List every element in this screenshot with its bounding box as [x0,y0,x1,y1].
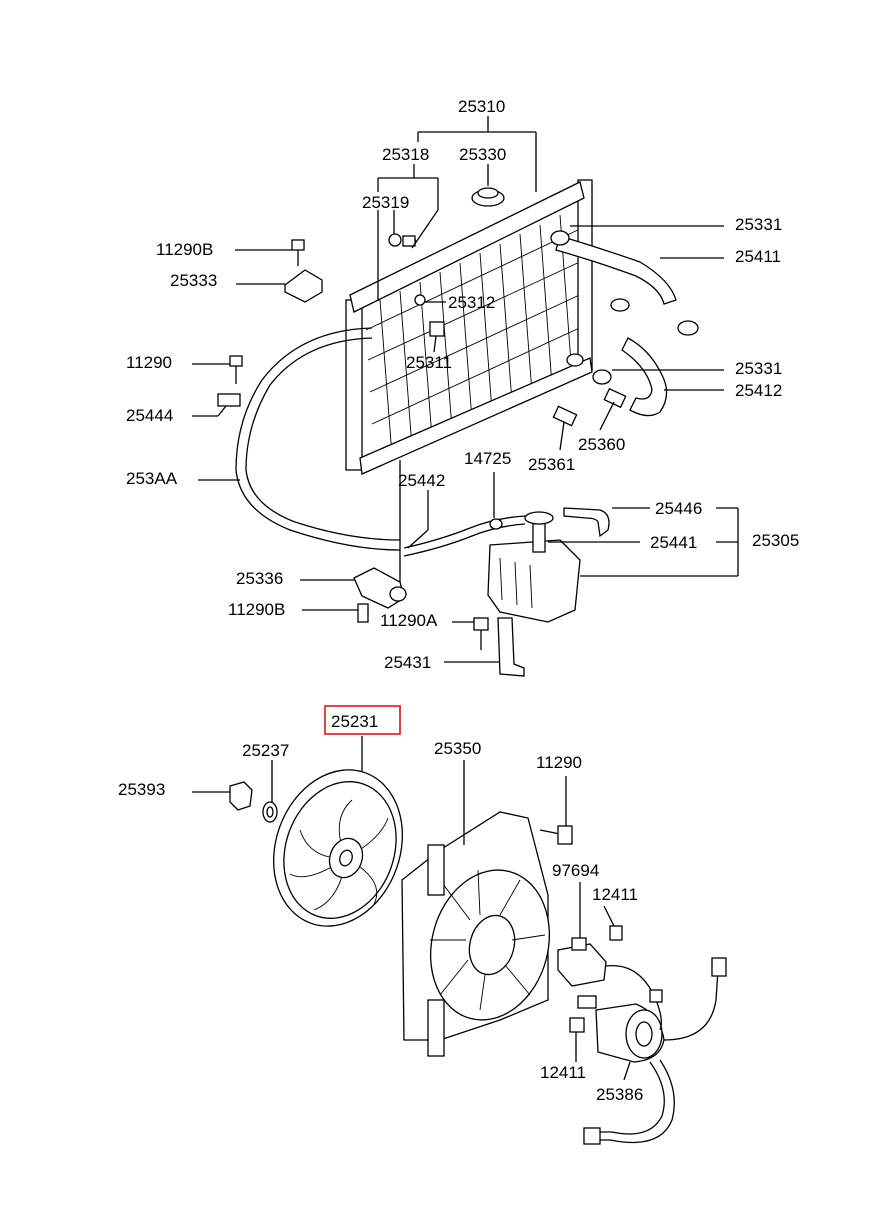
label-25386[interactable]: 25386 [596,1085,643,1104]
reservoir-bracket-25431[interactable] [497,617,525,677]
overflow-hose[interactable] [235,327,401,551]
label-97694[interactable]: 97694 [552,861,599,880]
reservoir-cap-hose-25446[interactable] [563,507,610,538]
lower-hose[interactable] [621,337,668,417]
label-25393[interactable]: 25393 [118,780,165,799]
label-25310[interactable]: 25310 [458,97,505,116]
temperature-switch-25361[interactable] [552,405,578,427]
label-25311[interactable]: 25311 [406,353,452,372]
label-11290a[interactable]: 11290A [380,611,438,630]
resistor-97694[interactable] [557,937,607,987]
label-25331-mid[interactable]: 25331 [735,359,782,378]
clip-25444[interactable] [217,393,241,407]
label-25431[interactable]: 25431 [384,653,431,672]
label-25319[interactable]: 25319 [362,193,409,212]
fan-motor-25386[interactable] [577,995,665,1063]
bolt-11290-left[interactable] [229,355,243,384]
label-25361[interactable]: 25361 [528,455,575,474]
label-25446[interactable]: 25446 [655,499,702,518]
radiator[interactable] [345,179,593,475]
leader-lines [192,116,739,1081]
bracket-25333[interactable] [284,269,323,303]
temperature-sensor-25360[interactable] [603,387,627,409]
label-25237[interactable]: 25237 [242,741,289,760]
bolt-25311[interactable] [429,321,445,337]
part-labels: 25310 25318 25330 25319 11290B 25333 253… [118,97,799,1104]
label-12411-low[interactable]: 12411 [540,1063,586,1082]
radiator-cap[interactable] [471,187,505,207]
label-25312[interactable]: 25312 [448,293,495,312]
hose-clamp-upper[interactable] [550,230,570,246]
bolt-11290b-lower[interactable] [357,603,369,623]
label-25336[interactable]: 25336 [236,569,283,588]
bolt-11290b-top[interactable] [291,239,305,266]
upper-hose[interactable] [555,235,677,305]
label-25331-top[interactable]: 25331 [735,215,782,234]
label-25305[interactable]: 25305 [752,531,799,550]
label-25333[interactable]: 25333 [170,271,217,290]
label-25442[interactable]: 25442 [398,471,445,490]
label-253aa[interactable]: 253AA [126,469,178,488]
label-11290-left[interactable]: 11290 [126,353,172,372]
hose-clamp-outlet[interactable] [677,320,699,336]
mount-bracket-25336[interactable] [353,567,407,609]
screw-12411-top[interactable] [609,925,623,941]
label-11290-fan[interactable]: 11290 [536,753,582,772]
label-14725[interactable]: 14725 [464,449,511,468]
washer-25237[interactable] [262,801,278,823]
cooling-fan-25231[interactable] [252,752,423,945]
label-25411[interactable]: 25411 [735,247,781,266]
label-25330[interactable]: 25330 [459,145,506,164]
label-25231[interactable]: 25231 [331,712,378,731]
bolt-11290a[interactable] [473,617,489,650]
label-25444[interactable]: 25444 [126,406,173,425]
reservoir-tank[interactable] [487,511,581,623]
label-25441[interactable]: 25441 [650,533,697,552]
label-25360[interactable]: 25360 [578,435,625,454]
label-12411-top[interactable]: 12411 [592,885,638,904]
drain-plug[interactable] [388,233,417,247]
hose-clamp-lower-2[interactable] [566,353,584,367]
screw-12411-low[interactable] [569,1017,585,1033]
reservoir-hose-25442[interactable] [403,515,526,557]
nut-25393[interactable] [229,781,253,811]
mount-25312[interactable] [414,294,426,306]
label-11290b-low[interactable]: 11290B [228,600,285,619]
bolt-11290-fan[interactable] [539,825,573,845]
hose-clamp-lower[interactable] [592,369,612,385]
label-25412[interactable]: 25412 [735,381,782,400]
label-25318[interactable]: 25318 [382,145,429,164]
hose-clamp-upper-2[interactable] [610,298,630,312]
highlight-box [324,705,401,735]
label-11290b-top[interactable]: 11290B [156,240,213,259]
hose-clip-14725[interactable] [489,518,503,530]
fan-shroud-25350[interactable] [401,811,566,1057]
label-25350[interactable]: 25350 [434,739,481,758]
wiring-harness[interactable] [583,957,727,1145]
